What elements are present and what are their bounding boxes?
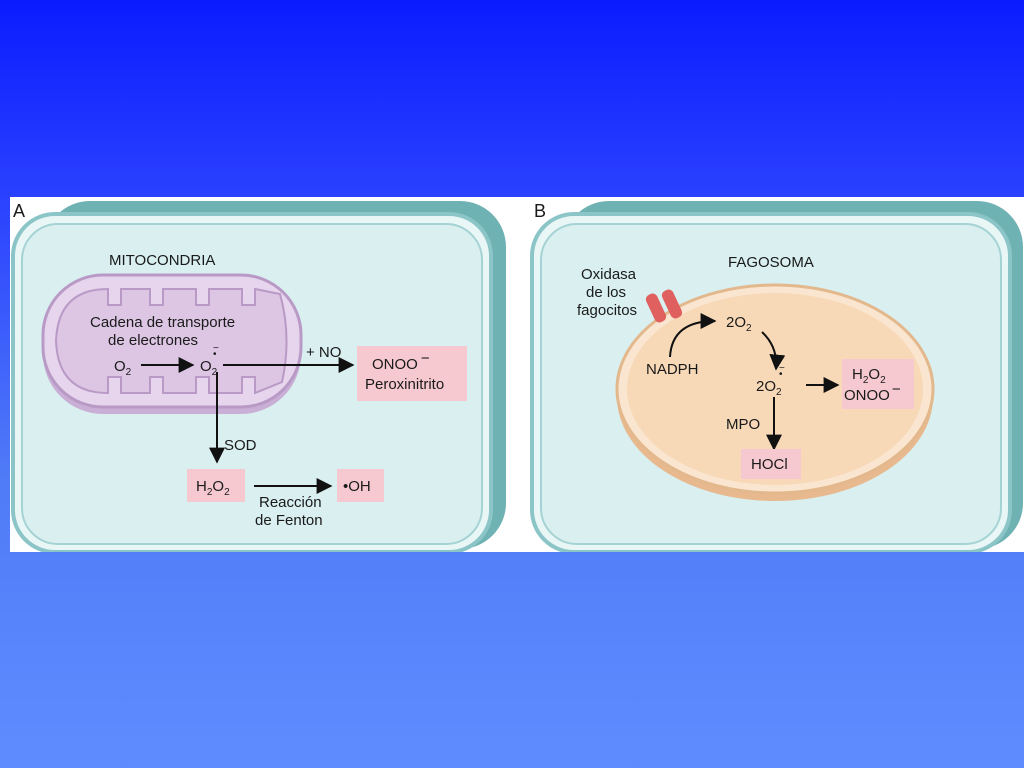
fenton-label-line1: Reacción [259, 494, 322, 511]
products-box [842, 359, 914, 409]
plus-no-label: + NO [306, 344, 341, 361]
two-superoxide-radical-dot: • [779, 369, 783, 380]
fenton-label-line2: de Fenton [255, 512, 323, 529]
oxidase-label-line3: fagocitos [577, 302, 637, 319]
superoxide-label: O2 [200, 358, 218, 378]
figure-panel: A MITOCONDRIA Cadena de transporte de el… [10, 197, 1024, 554]
superoxide-radical-dot: • [213, 349, 217, 360]
peroxynitrite-box [357, 346, 467, 401]
sod-label: SOD [224, 437, 257, 454]
phagosome-lumen [627, 293, 923, 485]
oxidase-label-line1: Oxidasa [581, 266, 637, 283]
arrow-2o2-to-superoxide [761, 331, 786, 371]
diagram-svg: A MITOCONDRIA Cadena de transporte de el… [11, 201, 1023, 554]
etc-label-line1: Cadena de transporte [90, 314, 235, 331]
mpo-label: MPO [726, 416, 760, 433]
panel-b-letter: B [534, 201, 546, 221]
oxidase-enzyme-icon [645, 289, 683, 323]
peroxinitrito-label: Peroxinitrito [365, 376, 444, 393]
phagosome-label: FAGOSOMA [728, 254, 814, 271]
two-superoxide-label: 2O2 [756, 378, 782, 398]
mitochondrion-cristae [54, 287, 288, 395]
hocl-box [741, 449, 801, 479]
h2o2-box-a [187, 469, 245, 502]
oxidase-label-line2: de los [586, 284, 626, 301]
etc-label-line2: de electrones [108, 332, 198, 349]
two-o2-label: 2O2 [726, 314, 752, 334]
hocl-label: HOCl [751, 456, 788, 473]
arrow-nadph-to-2o2 [669, 313, 717, 358]
h2o2-label-a: H2O2 [196, 478, 230, 498]
h2o2-label-b: H2O2 [852, 366, 886, 386]
panel-a-letter: A [13, 201, 25, 221]
panel-a: A MITOCONDRIA Cadena de transporte de el… [11, 201, 506, 554]
nadph-label: NADPH [646, 361, 699, 378]
superoxide-charge: − [213, 343, 219, 354]
two-superoxide-charge: − [779, 363, 785, 374]
onoo-label-b: ONOO− [844, 381, 901, 404]
panel-b: B FAGOSOMA Oxidasa de los fagocitos NADP… [530, 201, 1023, 554]
mitochondria-label: MITOCONDRIA [109, 252, 215, 269]
hydroxyl-box [337, 469, 384, 502]
o2-label: O2 [114, 358, 132, 378]
onoo-label: ONOO− [372, 350, 430, 373]
hydroxyl-label: •OH [343, 478, 371, 495]
